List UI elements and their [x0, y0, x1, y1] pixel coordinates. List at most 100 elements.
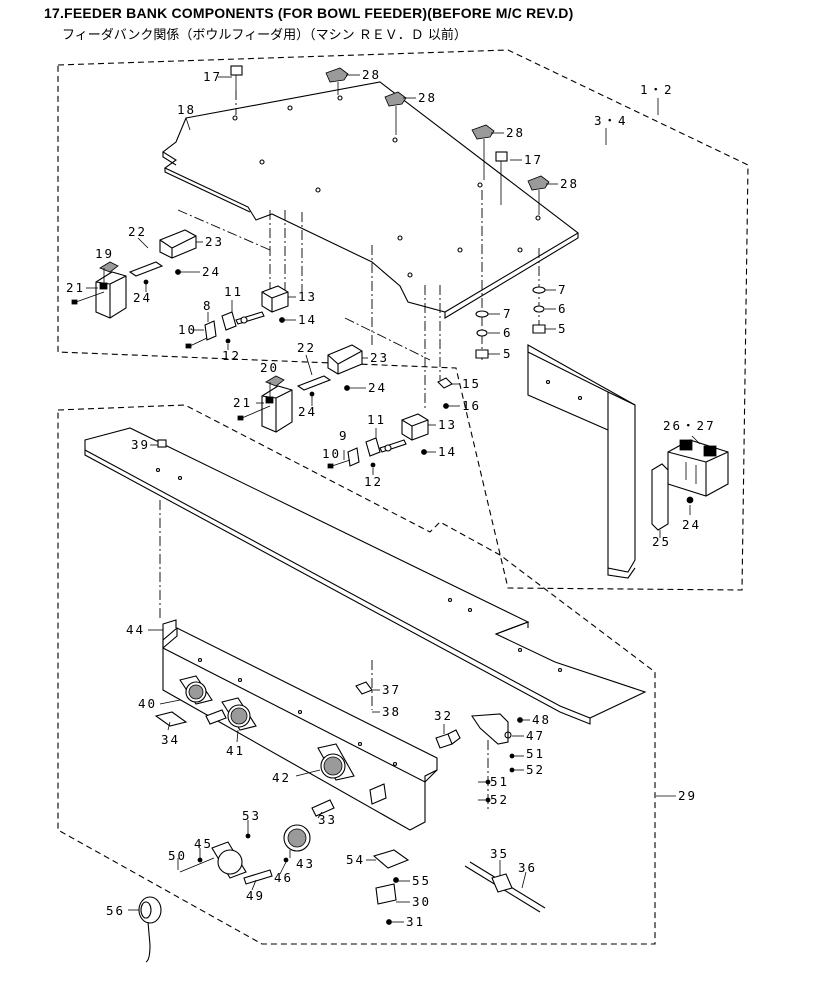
callout-11: 11 — [367, 412, 386, 427]
assembly-outline-1-2 — [57, 49, 749, 591]
plate-22-b — [296, 375, 332, 397]
callout-39: 39 — [131, 437, 150, 452]
callout-46: 46 — [274, 870, 293, 885]
callout-49: 49 — [246, 888, 265, 903]
bracket-23-a — [159, 229, 197, 275]
assembly-outline-29 — [57, 404, 656, 945]
callout-38: 38 — [382, 704, 401, 719]
callout-30: 30 — [412, 894, 431, 909]
screw-17-right — [495, 151, 508, 205]
connector-42 — [317, 743, 387, 805]
callout-42: 42 — [272, 770, 291, 785]
callout-9: 9 — [339, 428, 349, 443]
callout-33: 33 — [318, 812, 337, 827]
callout-16: 16 — [462, 398, 481, 413]
callout-47: 47 — [526, 728, 545, 743]
callout-10: 10 — [178, 322, 197, 337]
callout-1-2: 1・2 — [640, 82, 674, 97]
connector-32 — [435, 729, 461, 749]
callout-22: 22 — [128, 224, 147, 239]
callout-11: 11 — [224, 284, 243, 299]
cable-35-36 — [464, 861, 546, 913]
fitting-8 — [185, 320, 231, 349]
knob-28-c — [471, 124, 495, 180]
callout-28: 28 — [362, 67, 381, 82]
callout-20: 20 — [260, 360, 279, 375]
clamp-15 — [437, 377, 453, 409]
callout-14: 14 — [298, 312, 317, 327]
housing-49 — [179, 833, 289, 885]
callout-22: 22 — [297, 340, 316, 355]
callout-32: 32 — [434, 708, 453, 723]
callout-14: 14 — [438, 444, 457, 459]
callout-7: 7 — [558, 282, 568, 297]
callout-52: 52 — [526, 762, 545, 777]
screw-17-top — [230, 65, 243, 115]
callout-3-4: 3・4 — [594, 113, 628, 128]
plate-22-a — [128, 261, 164, 285]
callout-43: 43 — [296, 856, 315, 871]
callout-48: 48 — [532, 712, 551, 727]
callout-28: 28 — [506, 125, 525, 140]
callout-31: 31 — [406, 914, 425, 929]
screw-39 — [157, 439, 167, 620]
callout-44: 44 — [126, 622, 145, 637]
callout-6: 6 — [503, 325, 513, 340]
callout-13: 13 — [298, 289, 317, 304]
relay-26-27 — [667, 439, 729, 497]
callout-24: 24 — [202, 264, 221, 279]
callout-41: 41 — [226, 743, 245, 758]
callout-24: 24 — [368, 380, 387, 395]
callout-52: 52 — [490, 792, 509, 807]
callout-51: 51 — [490, 774, 509, 789]
fitting-9 — [327, 447, 376, 469]
callout-23: 23 — [205, 234, 224, 249]
callout-21: 21 — [233, 395, 252, 410]
leader-lines — [86, 74, 701, 923]
sensor-unit-20 — [237, 375, 293, 433]
callout-12: 12 — [364, 474, 383, 489]
callout-40: 40 — [138, 696, 157, 711]
callout-24: 24 — [682, 517, 701, 532]
callout-50: 50 — [168, 848, 187, 863]
front-panel — [162, 627, 438, 831]
callout-55: 55 — [412, 873, 431, 888]
callout-56: 56 — [106, 903, 125, 918]
bracket-13-b — [401, 413, 429, 455]
callout-54: 54 — [346, 852, 365, 867]
callout-13: 13 — [438, 417, 457, 432]
top-plate — [162, 81, 579, 319]
callout-24: 24 — [133, 290, 152, 305]
tag-34 — [154, 711, 188, 727]
din-rail-25 — [651, 463, 694, 531]
fitting-11-a — [221, 311, 265, 331]
connector-40 — [179, 675, 213, 705]
callout-24: 24 — [298, 404, 317, 419]
fitting-11-b — [365, 437, 407, 457]
bracket-23-b — [327, 344, 363, 391]
callout-29: 29 — [678, 788, 697, 803]
callout-45: 45 — [194, 836, 213, 851]
callout-12: 12 — [222, 348, 241, 363]
knob-28-a — [325, 67, 349, 95]
callout-37: 37 — [382, 682, 401, 697]
bracket-54 — [372, 849, 410, 925]
callout-8: 8 — [203, 298, 213, 313]
mount-bracket-48 — [471, 713, 523, 810]
knob-28-b — [384, 91, 407, 135]
page-title: 17.FEEDER BANK COMPONENTS (FOR BOWL FEED… — [44, 5, 574, 21]
connector-41 — [205, 697, 257, 731]
callout-23: 23 — [370, 350, 389, 365]
bracket-44 — [162, 619, 177, 640]
washer-stack-left — [475, 190, 489, 360]
cap-56 — [138, 896, 162, 963]
connector-43 — [283, 799, 335, 852]
callout-25: 25 — [652, 534, 671, 549]
bottom-plate — [84, 427, 647, 725]
washer-stack-right — [532, 286, 546, 334]
callout-17: 17 — [203, 69, 222, 84]
callout-7: 7 — [503, 306, 513, 321]
callout-17: 17 — [524, 152, 543, 167]
callout-6: 6 — [558, 301, 568, 316]
